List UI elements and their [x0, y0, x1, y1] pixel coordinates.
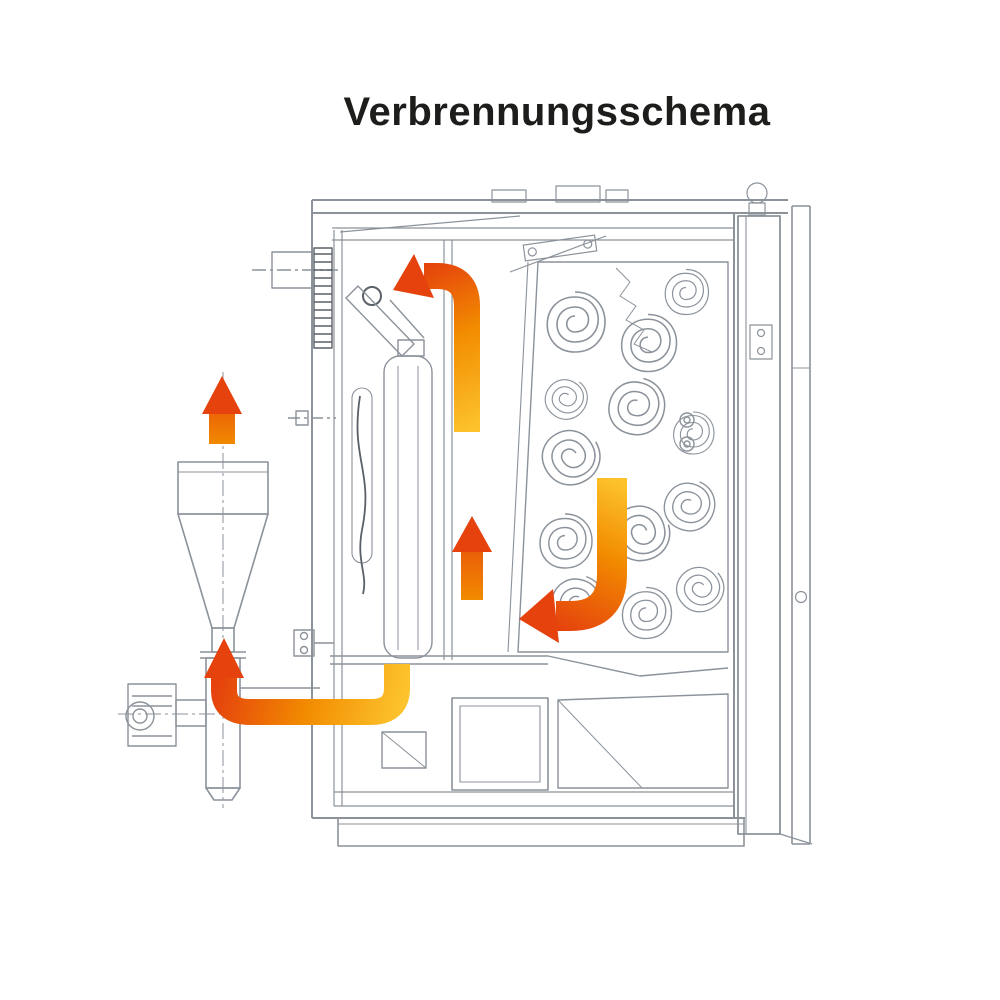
boiler-door: [737, 215, 813, 845]
heat-exchanger-arrowhead: [519, 589, 559, 643]
flue-riser-arrowhead: [393, 254, 434, 298]
cyclone-exhaust-arrowhead: [202, 376, 242, 414]
boiler-top-details: [339, 182, 768, 273]
firebox: [330, 240, 548, 769]
flue-outlet-collar: [252, 247, 338, 657]
side-panel: [791, 205, 811, 845]
bottom-duct-arrow: [204, 638, 410, 725]
boiler-body: [311, 199, 788, 847]
turbulator-spirals: [532, 268, 734, 640]
ash-box: [451, 697, 549, 791]
bottom-duct-arrowhead: [204, 638, 244, 678]
heat-exchanger-chamber: [507, 261, 734, 789]
boiler-drawing: [118, 182, 813, 847]
flue-riser-arrow: [393, 254, 480, 432]
flow-arrows: [202, 254, 627, 725]
cyclone-exhaust-arrow: [202, 376, 242, 444]
mid-chamber-arrowhead: [452, 516, 492, 552]
page-title: Verbrennungsschema: [343, 90, 771, 134]
mid-chamber-arrow: [452, 516, 492, 600]
heat-exchanger-arrow: [519, 478, 627, 643]
